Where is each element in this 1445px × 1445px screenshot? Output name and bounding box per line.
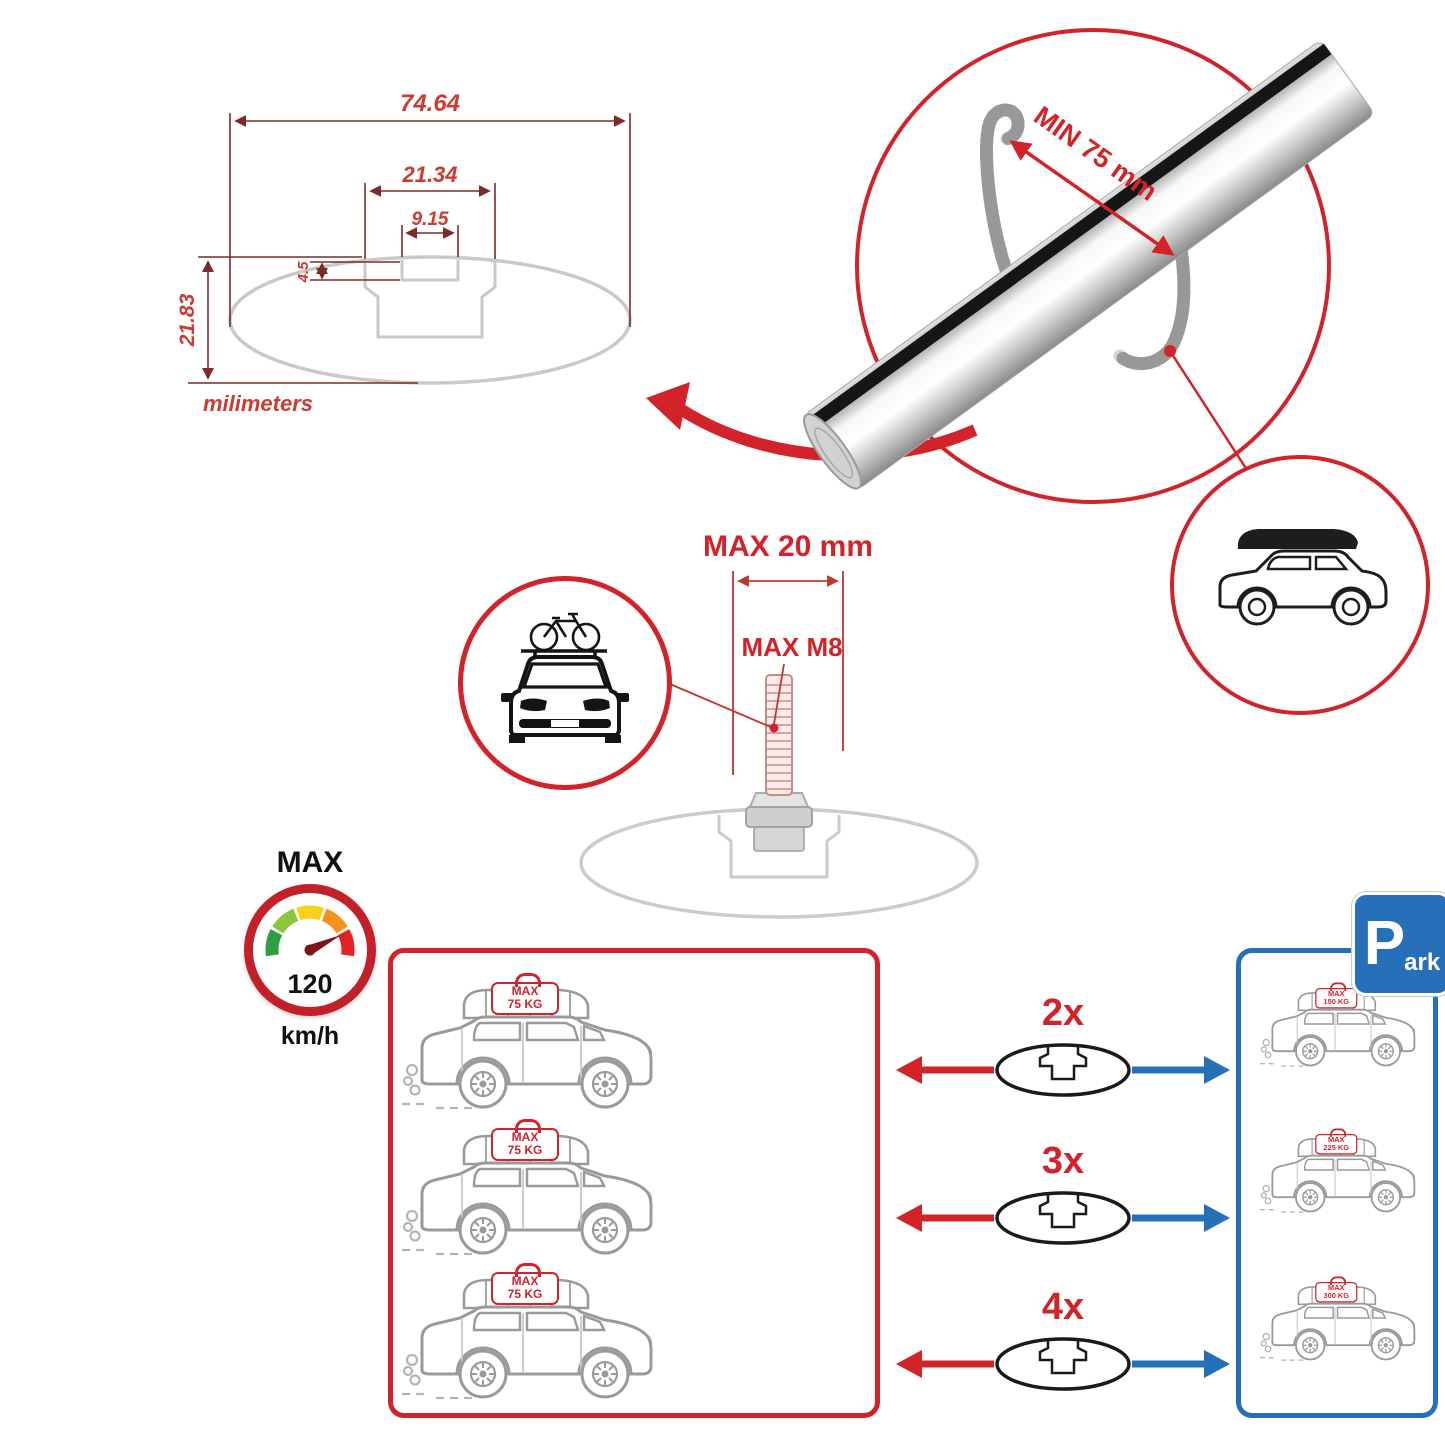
callout-dot — [1164, 345, 1176, 357]
bar-count-row-2 — [896, 1191, 1230, 1245]
parked-car-1: MAX 150 KG — [1260, 982, 1427, 1081]
bolt-fitting-drawing — [579, 571, 979, 919]
badge-max: MAX — [1327, 1283, 1345, 1292]
badge-weight: 75 KG — [507, 997, 543, 1012]
bolt-dimension-lines — [669, 571, 844, 775]
crossbar-section-icon — [995, 1191, 1131, 1245]
right-arrow-icon — [1204, 1056, 1230, 1084]
max-thread-label: MAX M8 — [741, 632, 843, 662]
bar-count-row-3 — [896, 1337, 1230, 1391]
badge-max: MAX — [1327, 1135, 1345, 1144]
dim-total-height: 21.83 — [176, 293, 199, 347]
min-clamp-label: MIN 75 mm — [1029, 100, 1163, 206]
left-arrow-icon — [896, 1056, 922, 1084]
speed-max-label: MAX — [276, 846, 344, 879]
load-badge: MAX 75 KG — [491, 973, 559, 1015]
crossbar-profile-shape — [228, 255, 632, 385]
cross-section-dimension-drawing: 74.64 21.34 9.15 4.5 21.83 milimeters — [176, 90, 632, 416]
driving-capacity-panel — [388, 948, 880, 1418]
badge-weight: 300 KG — [1323, 1291, 1350, 1301]
dim-slot-inner: 9.15 — [412, 209, 449, 230]
crossbar-3d-bar — [803, 42, 1373, 490]
bar-count-label-1: 2x — [1041, 992, 1085, 1034]
dimension-lines — [188, 113, 631, 384]
badge-max: MAX — [511, 1130, 539, 1144]
bike-rack-circle — [458, 576, 672, 790]
badge-max: MAX — [511, 984, 539, 998]
badge-weight: 75 KG — [507, 1287, 543, 1302]
left-arrow-icon — [896, 1204, 922, 1232]
load-badge: MAX 300 KG — [1315, 1276, 1358, 1303]
speed-unit-label: km/h — [280, 1022, 340, 1050]
crossbar-section-icon — [995, 1337, 1131, 1391]
bar-count-row-1 — [896, 1043, 1230, 1097]
badge-weight: 75 KG — [507, 1143, 543, 1158]
parking-sign: P ark — [1352, 892, 1445, 996]
units-label: milimeters — [203, 391, 313, 416]
speed-value: 120 — [287, 969, 332, 999]
speedometer-icon: 120 — [244, 884, 376, 1016]
callout-dot — [769, 723, 779, 733]
parked-car-2: MAX 225 KG — [1260, 1128, 1427, 1227]
bar-count-label-3: 4x — [1041, 1286, 1085, 1328]
max-length-label: MAX 20 mm — [702, 530, 874, 563]
threaded-bolt — [765, 674, 793, 796]
left-arrow-icon — [896, 1350, 922, 1378]
dim-total-width: 74.64 — [400, 90, 460, 117]
vehicle-roofbox-circle — [1170, 455, 1430, 715]
suv-roofbox-icon — [1218, 529, 1388, 626]
parking-sign-suffix: ark — [1404, 949, 1441, 976]
badge-max: MAX — [511, 1274, 539, 1288]
badge-weight: 150 KG — [1323, 997, 1350, 1007]
driving-car-2: MAX 75 KG — [402, 1119, 672, 1278]
right-arrow-icon — [1204, 1350, 1230, 1378]
clamp-strap-upper — [980, 103, 1025, 277]
badge-weight: 225 KG — [1323, 1143, 1350, 1153]
dim-slot-outer: 21.34 — [401, 162, 457, 187]
crossbar-section-icon — [995, 1043, 1131, 1097]
t-slot-adapter — [745, 792, 813, 828]
load-badge: MAX 150 KG — [1315, 982, 1358, 1009]
crossbar-detail-circle — [855, 28, 1331, 504]
parked-car-3: MAX 300 KG — [1260, 1276, 1427, 1375]
right-arrow-icon — [1204, 1204, 1230, 1232]
load-badge: MAX 75 KG — [491, 1263, 559, 1305]
driving-car-1: MAX 75 KG — [402, 973, 672, 1132]
load-badge: MAX 225 KG — [1315, 1128, 1358, 1155]
driving-car-3: MAX 75 KG — [402, 1263, 672, 1422]
min-clamp-arrow — [1009, 140, 1175, 256]
crossbar-3d-art: MIN 75 mm — [803, 42, 1373, 491]
clamp-strap-lower — [1113, 213, 1191, 371]
bar-count-label-2: 3x — [1041, 1140, 1085, 1182]
load-badge: MAX 75 KG — [491, 1119, 559, 1161]
badge-max: MAX — [1327, 989, 1345, 998]
car-with-bike-icon — [501, 612, 629, 743]
parked-capacity-panel — [1236, 948, 1438, 1418]
parking-sign-letter: P — [1363, 909, 1406, 978]
dim-slot-depth: 4.5 — [295, 261, 312, 284]
